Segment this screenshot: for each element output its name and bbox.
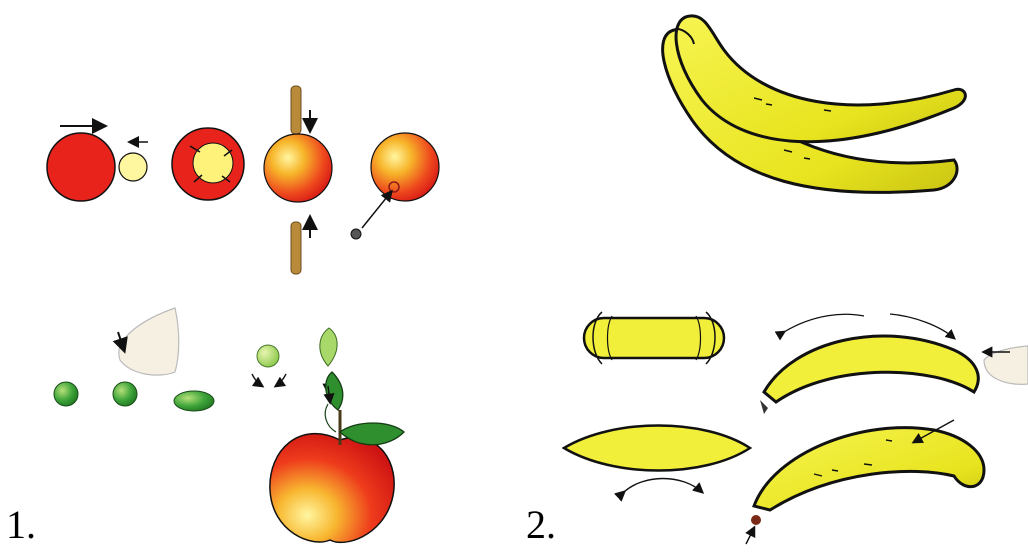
- curve-step: [760, 314, 1028, 414]
- stick-step: [264, 86, 332, 274]
- leaf-balls-step: [54, 308, 214, 411]
- flatten-step: [564, 426, 750, 493]
- step-label-2: 2.: [526, 505, 556, 545]
- step-label-1: 1.: [6, 505, 36, 545]
- leaf-shaping-step: [252, 328, 337, 392]
- finished-bananas: [663, 16, 966, 193]
- wrap-step: [172, 128, 244, 200]
- red-ball-step: [47, 126, 148, 201]
- seed-step: [351, 133, 439, 239]
- detail-step: [746, 420, 984, 544]
- apple-panel: 1.: [0, 0, 514, 552]
- banana-panel: 2.: [514, 0, 1028, 552]
- roll-step: [584, 312, 724, 364]
- finished-apple: [270, 372, 404, 542]
- apple-illustration: [0, 0, 514, 552]
- banana-illustration: [514, 0, 1028, 552]
